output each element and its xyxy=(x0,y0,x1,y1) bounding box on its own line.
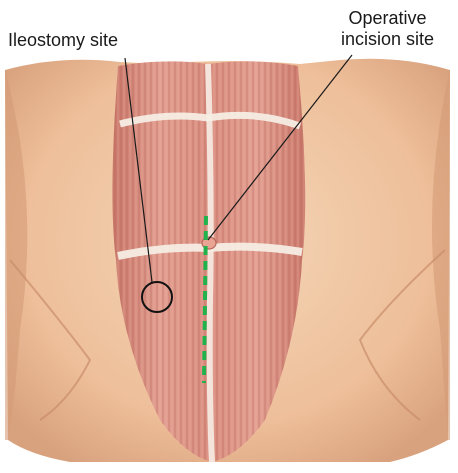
operative-incision-site-label: Operative incision site xyxy=(341,8,434,50)
ileostomy-site-label: Ileostomy site xyxy=(8,30,118,51)
operative-incision-label-line1: Operative xyxy=(341,8,434,29)
operative-incision-label-line2: incision site xyxy=(341,29,434,50)
linea-alba xyxy=(208,64,212,462)
